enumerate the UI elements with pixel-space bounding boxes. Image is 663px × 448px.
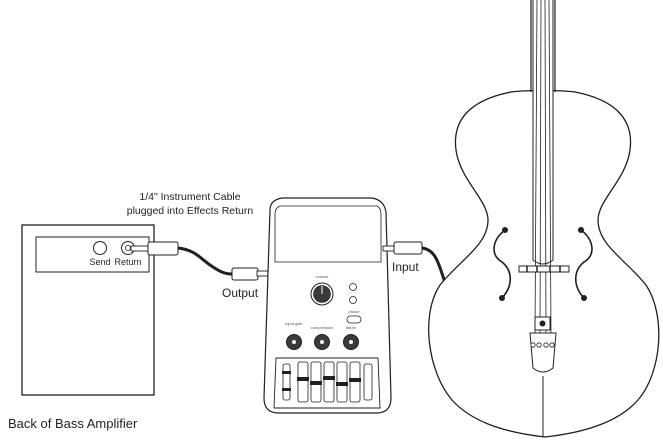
input-label: Input	[392, 260, 419, 274]
compression-label: compression	[311, 325, 334, 330]
slider-icon	[282, 363, 291, 401]
bass-neck	[530, 0, 556, 92]
tailpiece	[529, 332, 557, 373]
cable-note-line1: 1/4" Instrument Cable	[139, 191, 240, 203]
volume-label: volume	[316, 274, 330, 279]
return-label: Return	[114, 257, 141, 267]
eq-sliders	[282, 361, 373, 403]
output-label: Output	[222, 286, 259, 300]
jack-plug-icon	[231, 267, 259, 281]
f-hole-left	[493, 229, 512, 299]
preamp-pedal: volume phase input gain compression dept…	[263, 197, 392, 414]
bass-amplifier: Send Return Back of Bass Amplifier	[8, 224, 155, 431]
switch-icon	[349, 283, 357, 291]
send-jack-icon	[93, 241, 107, 255]
switch-icon	[349, 296, 357, 304]
jack-plug-icon	[393, 241, 423, 255]
upright-bass-icon	[428, 0, 660, 438]
slider-icon	[297, 361, 309, 403]
phase-button-icon	[346, 315, 362, 324]
amplifier-caption: Back of Bass Amplifier	[8, 416, 138, 431]
cable-note-line2: plugged into Effects Return	[127, 205, 254, 217]
cable-icon	[177, 246, 233, 276]
plug-tip-icon	[130, 245, 150, 252]
slider-icon	[363, 363, 373, 401]
bridge	[518, 265, 570, 273]
f-hole-right	[574, 229, 593, 299]
output-cable: Output	[130, 241, 270, 300]
send-label: Send	[89, 257, 110, 267]
slider-icon	[323, 361, 335, 403]
preamp-top-panel	[274, 205, 382, 263]
depth-label: depth	[346, 325, 356, 330]
fingerboard	[532, 0, 554, 265]
jack-plug-icon	[147, 241, 179, 256]
phase-label: phase	[349, 309, 361, 314]
input-gain-label: input gain	[285, 321, 302, 326]
